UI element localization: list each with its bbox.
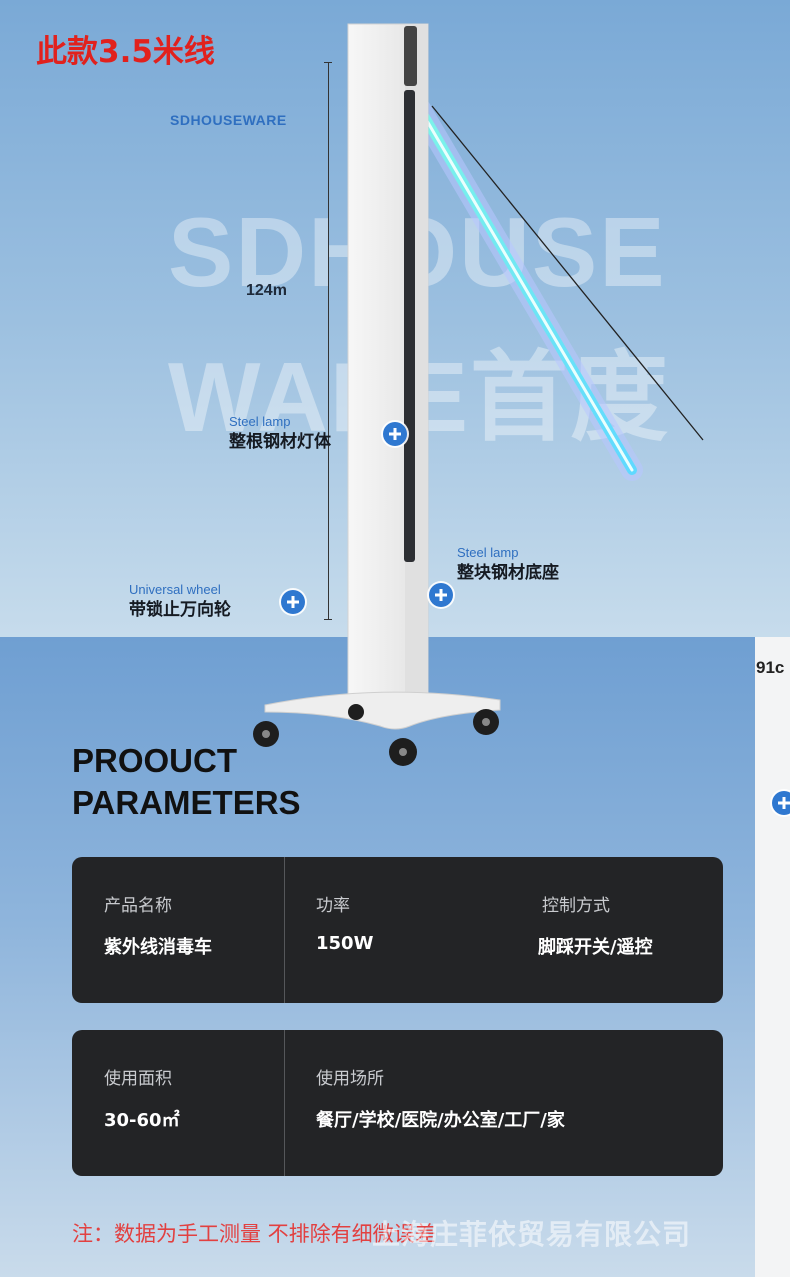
feature-wheel-en: Universal wheel	[129, 582, 221, 597]
side-plus-icon[interactable]	[772, 791, 790, 815]
brand-label: SDHOUSEWARE	[170, 112, 287, 128]
params-title-line-2: PARAMETERS	[72, 784, 301, 821]
company-watermark: 上海庄菲依贸易有限公司	[372, 1218, 692, 1251]
dimension-tick-top	[324, 62, 332, 63]
feature-wheel: Universal wheel 带锁止万向轮	[129, 582, 231, 622]
area-label: 使用面积	[104, 1069, 172, 1089]
uv-tube	[399, 81, 643, 481]
power-label: 功率	[316, 896, 350, 916]
dimension-tick-bottom	[324, 619, 332, 620]
card-divider	[284, 857, 285, 1003]
power-value: 150W	[316, 933, 374, 954]
side-dimension-label: 91c	[756, 658, 785, 677]
base-plus-icon[interactable]	[429, 583, 453, 607]
place-label: 使用场所	[316, 1069, 384, 1089]
product-name-value: 紫外线消毒车	[104, 937, 212, 958]
height-dimension-label: 124m	[246, 282, 287, 299]
params-card-1: 产品名称 紫外线消毒车 功率 150W 控制方式 脚踩开关/遥控	[72, 857, 723, 1003]
place-value: 餐厅/学校/医院/办公室/工厂/家	[316, 1110, 565, 1131]
control-label: 控制方式	[542, 896, 610, 916]
control-value: 脚踩开关/遥控	[538, 937, 653, 958]
feature-base: Steel lamp 整块钢材底座	[457, 545, 559, 585]
lamp-body-plus-icon[interactable]	[383, 422, 407, 446]
params-card-2: 使用面积 30-60㎡ 使用场所 餐厅/学校/医院/办公室/工厂/家	[72, 1030, 723, 1176]
measurement-note: 注：数据为手工测量 不排除有细微误差	[72, 1222, 436, 1246]
feature-lamp-body-zh: 整根钢材灯体	[229, 432, 331, 452]
wheel-plus-icon[interactable]	[281, 590, 305, 614]
area-value: 30-60㎡	[104, 1110, 180, 1131]
params-title-line-1: PROOUCT	[72, 742, 237, 779]
feature-base-zh: 整块钢材底座	[457, 563, 559, 583]
feature-base-en: Steel lamp	[457, 545, 519, 560]
headline: 此款3.5米线	[36, 34, 215, 70]
card-divider	[284, 1030, 285, 1176]
uv-lamp-product-illustration	[253, 23, 704, 766]
feature-lamp-body: Steel lamp 整根钢材灯体	[229, 414, 331, 454]
params-title: PROOUCT PARAMETERS	[72, 740, 301, 824]
feature-wheel-zh: 带锁止万向轮	[129, 600, 231, 620]
height-dimension-line	[328, 62, 329, 620]
product-name-label: 产品名称	[104, 896, 172, 916]
feature-lamp-body-en: Steel lamp	[229, 414, 291, 429]
right-edge-panel	[755, 637, 790, 1277]
